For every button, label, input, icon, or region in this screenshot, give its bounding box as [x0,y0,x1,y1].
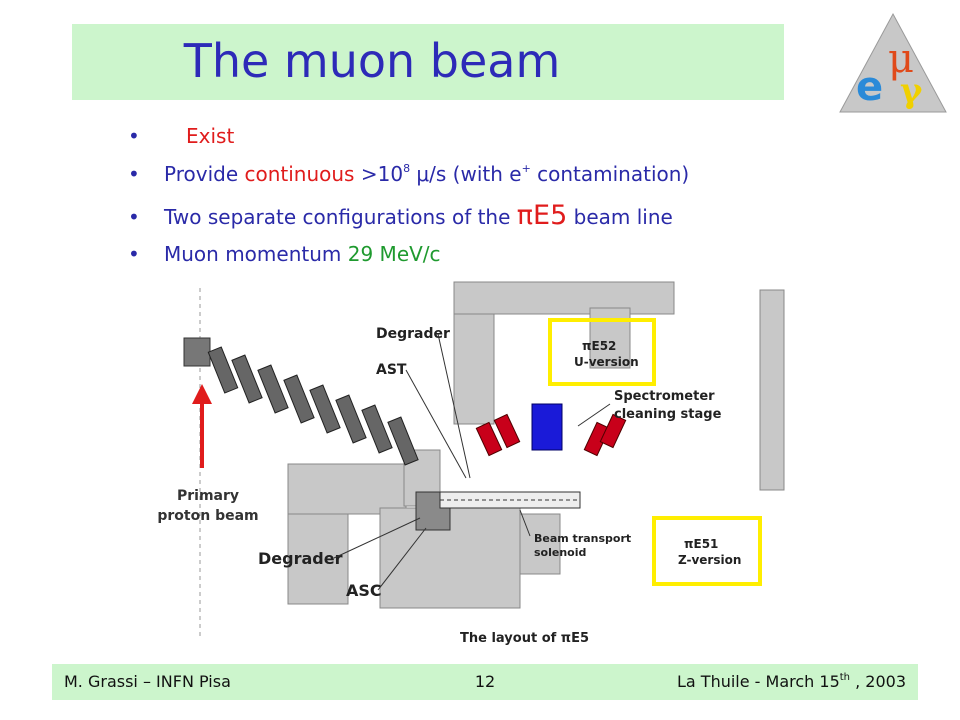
bullet-text: Two separate configurations of the [164,205,517,229]
footer-author: M. Grassi – INFN Pisa [64,672,231,691]
diagram-caption: The layout of πE5 [460,631,589,646]
leader-lines [333,333,611,591]
target-block [183,337,211,367]
bullet-highlight: continuous [244,162,355,186]
spectrometer-label: Spectrometer [614,389,715,404]
solenoid-label: solenoid [534,546,586,559]
primary-label-line1: Primary [176,488,240,504]
shielding-blocks [287,281,785,609]
bullet-configurations: •Two separate configurations of the πE5 … [128,200,673,231]
bullet-exist: • Exist [128,124,234,148]
proton-beam-arrow [192,384,212,468]
slide-title: The muon beam [183,34,561,88]
bullet-sup: + [521,162,531,175]
bullet-text: contamination) [530,162,690,186]
title-bar: The muon beam [72,24,784,100]
degrader-bottom-label: Degrader [258,549,343,568]
pie51-label: πE51 [684,537,718,551]
logo-mu: μ [888,36,914,82]
logo-e: e [856,64,883,110]
bullet-dot: • [128,205,140,229]
bullet-dot: • [128,162,140,186]
bullet-dot: • [128,124,140,148]
red-quadrupoles [475,413,627,457]
blue-separator [531,403,563,451]
footer-event: La Thuile - March 15th , 2003 [677,672,906,691]
degrader-top-label: Degrader [376,326,450,342]
primary-label-line2: proton beam [157,508,259,524]
beamline-diagram: πE52 U-version πE51 Z-version Degrader A… [183,281,785,646]
bullet-text: Provide [164,162,245,186]
bullet-highlight: πE5 [516,200,568,231]
footer-bar: M. Grassi – INFN Pisa 12 La Thuile - Mar… [52,664,918,700]
beam-transport-label: Beam transport [534,532,631,545]
bullet-text: μ/s (with e [410,162,522,186]
cleaning-stage-label: cleaning stage [614,407,722,422]
pie52-version: U-version [574,355,639,369]
asc-label: ASC [346,581,382,600]
pie52-box [548,318,656,386]
bullet-momentum: • Muon momentum 29 MeV/c [128,242,441,266]
footer-page-number: 12 [474,672,496,691]
bullet-text: Exist [186,124,235,148]
logo-triangle [839,12,947,113]
bullet-continuous: • Provide continuous >108 μ/s (with e+ co… [128,162,689,186]
logo-gamma: γ [900,71,923,111]
footer-event-year: , 2003 [850,672,906,691]
ast-label: AST [376,362,407,378]
footer-event-sup: th [839,672,851,683]
footer-event-text: La Thuile - March 15 [676,672,840,691]
bullet-highlight: 29 MeV/c [347,242,441,266]
primary-beam-label: Primary proton beam [148,486,268,526]
meg-logo: μ e γ [839,12,947,113]
bullet-text: >10 [354,162,404,186]
bullet-dot: • [128,242,140,266]
beamline-magnets [207,346,419,466]
pie51-version: Z-version [678,553,741,567]
bullet-text: Muon momentum [164,242,348,266]
bullet-text: beam line [567,205,673,229]
bullet-sup: 8 [403,162,411,175]
pie51-box [652,516,762,586]
pie52-label: πE52 [582,339,616,353]
